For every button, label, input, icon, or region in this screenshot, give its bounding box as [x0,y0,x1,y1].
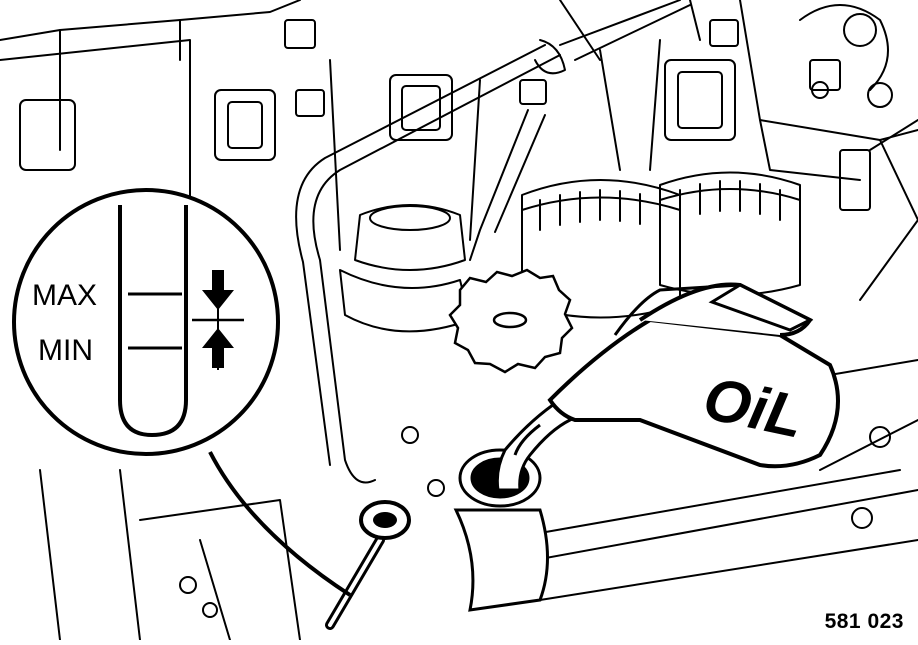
breather-pipe [295,0,691,484]
dipstick-callout-leader [208,451,352,597]
arrow-down-icon [202,270,234,310]
oil-filler-cap[interactable] [448,268,574,374]
figure-number: 581 023 [824,610,904,633]
fuel-pump [339,204,471,333]
min-label: MIN [38,334,93,367]
max-label: MAX [32,279,97,312]
dipstick-handle[interactable] [325,500,411,630]
oil-can: OiL [547,282,840,469]
oil-stream [495,397,573,492]
arrow-up-icon [202,328,234,368]
dipstick-level-callout: MAX MIN [12,188,280,456]
